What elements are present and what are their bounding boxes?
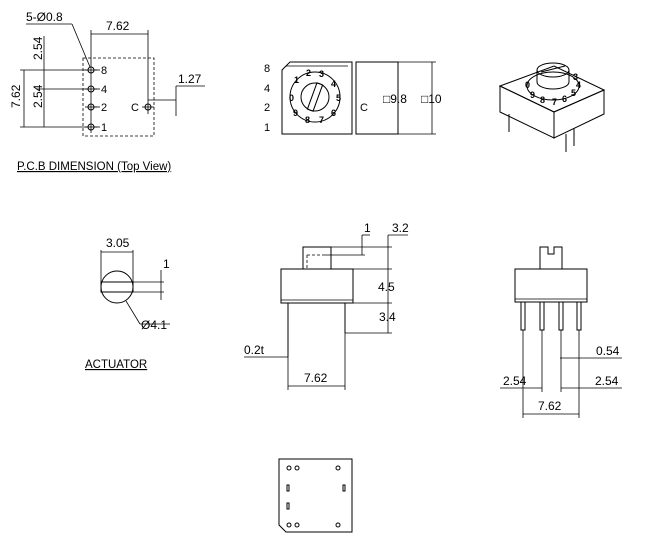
side-dim-pitch: 7.62 — [304, 371, 328, 385]
front-dim-outer: □10 — [421, 92, 442, 106]
dial-number-6: 6 — [331, 108, 336, 118]
dial-number-4: 4 — [331, 79, 336, 89]
dial-number-5: 5 — [336, 93, 341, 103]
side-dim-knob: 1 — [364, 221, 371, 235]
svg-text:9: 9 — [530, 90, 535, 100]
front-view: 0 1 2 3 4 5 6 7 8 9 8 4 2 1 C □9.8 □10 — [264, 61, 442, 135]
actuator-dim-diameter: Ø4.1 — [141, 318, 167, 332]
dial-number-0: 0 — [289, 93, 294, 103]
pcb-caption: P.C.B DIMENSION (Top View) — [17, 161, 171, 173]
end-view: 0.54 2.54 2.54 7.62 — [500, 246, 622, 418]
pcb-common-label: C — [131, 102, 139, 114]
dial-number-8: 8 — [305, 115, 310, 125]
isometric-view: 0 9 8 7 6 5 4 3 — [498, 62, 606, 152]
actuator-view: 1 3.05 Ø4.1 ACTUATOR — [85, 236, 170, 371]
dial-number-1: 1 — [294, 75, 299, 85]
front-common-label: C — [360, 102, 368, 114]
svg-text:5: 5 — [571, 88, 576, 98]
end-dim-left: 2.54 — [503, 374, 527, 388]
dial-number-2: 2 — [306, 68, 311, 78]
pcb-pin-label-8: 8 — [101, 65, 107, 77]
pcb-hole-callout: 5-Ø0.8 — [26, 10, 63, 24]
svg-text:8: 8 — [540, 95, 545, 105]
actuator-caption: ACTUATOR — [85, 359, 147, 371]
dial-slot — [306, 82, 324, 112]
pcb-dim-pitch-mid: 2.54 — [31, 84, 45, 108]
svg-text:3: 3 — [573, 72, 578, 82]
side-dim-pin: 3.4 — [379, 310, 396, 324]
actuator-dim-slot: 1 — [163, 257, 170, 271]
end-dim-pin-width: 0.54 — [596, 344, 620, 358]
actuator-dim-slot-width: 3.05 — [106, 236, 130, 250]
end-dim-right: 2.54 — [595, 374, 619, 388]
pcb-dim-height: 7.62 — [9, 84, 23, 108]
side-view: 1 3.2 4.5 3.4 0.2t 7.62 — [244, 221, 409, 390]
front-pin-label-2: 2 — [264, 102, 270, 114]
front-pin-label-4: 4 — [264, 83, 270, 95]
dial-number-3: 3 — [319, 69, 324, 79]
pcb-dim-pitch-top: 2.54 — [31, 36, 45, 60]
end-dim-pitch: 7.62 — [538, 399, 562, 413]
side-dim-top: 3.2 — [392, 221, 409, 235]
pcb-pin-holes — [85, 66, 154, 131]
svg-text:0: 0 — [525, 80, 530, 90]
pcb-pin-label-1: 1 — [101, 122, 107, 134]
svg-text:7: 7 — [552, 97, 557, 107]
bottom-view-holes — [286, 465, 346, 528]
pcb-pin-label-2: 2 — [101, 102, 107, 114]
front-pin-label-8: 8 — [264, 63, 270, 75]
side-dim-body: 4.5 — [378, 280, 395, 294]
front-pin-label-1: 1 — [264, 122, 270, 134]
pcb-dim-c-offset: 1.27 — [178, 72, 202, 86]
dial-number-9: 9 — [293, 108, 298, 118]
svg-text:6: 6 — [562, 94, 567, 104]
pcb-top-view: 8 4 2 1 C 5-Ø0.8 7.62 2.54 2.54 7.62 1.2… — [9, 10, 205, 173]
dial-number-7: 7 — [319, 115, 324, 125]
pcb-pin-label-4: 4 — [101, 84, 107, 96]
bottom-view — [278, 458, 353, 533]
svg-text:4: 4 — [576, 80, 581, 90]
end-view-pins — [520, 301, 582, 331]
pcb-dim-width: 7.62 — [106, 19, 130, 33]
dial-numbers: 0 1 2 3 4 5 6 7 8 9 — [289, 68, 341, 125]
front-dim-body: □9.8 — [383, 92, 407, 106]
side-dim-thickness: 0.2t — [244, 343, 265, 357]
